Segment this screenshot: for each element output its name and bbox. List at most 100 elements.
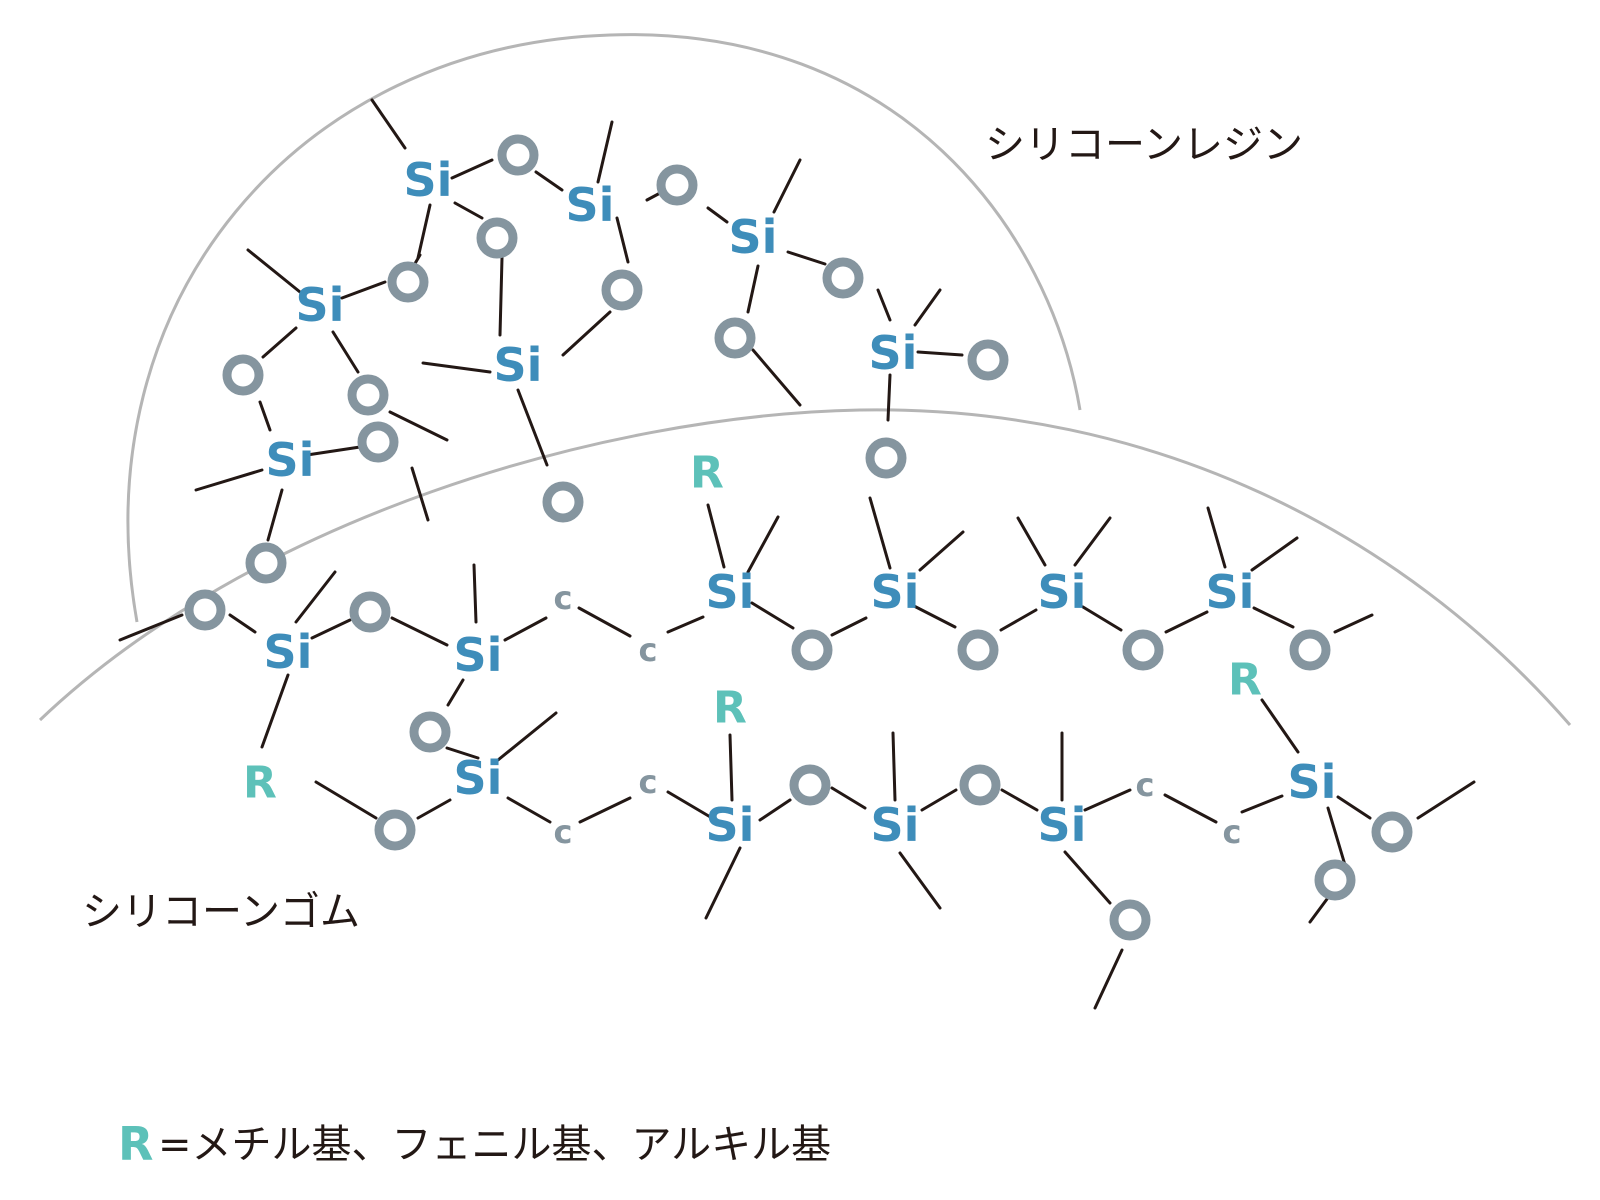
bond-line	[886, 373, 892, 422]
oxygen-atom	[357, 421, 399, 463]
oxygen-atom	[601, 269, 643, 311]
bond-line	[1252, 606, 1295, 629]
bond-line	[666, 790, 714, 820]
bond-line	[561, 310, 612, 357]
bond-line	[830, 786, 867, 810]
bond-line	[450, 158, 494, 180]
oxygen-atom	[822, 257, 864, 299]
bond-line	[1260, 698, 1300, 754]
bond-line	[416, 798, 452, 820]
bond-line	[340, 280, 387, 300]
oxygen-atom	[967, 339, 1009, 381]
bond-line	[305, 445, 362, 457]
silicon-atom: Si	[494, 338, 543, 392]
oxygen-atom	[222, 354, 264, 396]
silicone-rubber-label: シリコーンゴム	[82, 889, 360, 935]
bond-line	[577, 606, 632, 638]
bond-line	[261, 326, 298, 359]
bond-line	[916, 350, 964, 357]
oxygen-atom	[789, 764, 831, 806]
bond-line	[410, 466, 430, 522]
silicon-atom: Si	[296, 278, 345, 332]
oxygen-atom	[1109, 899, 1151, 941]
carbon-atom: c	[554, 579, 573, 617]
silicon-atom: Si	[1288, 755, 1337, 809]
bond-line	[498, 256, 504, 337]
bond-line	[446, 678, 465, 707]
oxygen-atom	[957, 629, 999, 671]
bond-line	[830, 616, 868, 637]
carbon-atom: c	[1136, 766, 1155, 804]
bond-line	[1164, 610, 1209, 634]
oxygen-atom	[959, 764, 1001, 806]
bond-line	[596, 120, 614, 184]
legend: R =メチル基、フェニル基、アルキル基	[118, 1117, 831, 1171]
bond-line	[920, 788, 958, 812]
bond-line	[314, 780, 378, 820]
r-group: R	[1228, 655, 1262, 706]
bond-line	[1081, 605, 1123, 632]
bond-line	[898, 851, 942, 910]
bond-line	[1336, 795, 1372, 820]
bond-line	[615, 216, 630, 264]
bond-line	[390, 616, 449, 647]
legend-r-description: =メチル基、フェニル基、アルキル基	[158, 1122, 831, 1168]
bond-line	[578, 796, 632, 824]
oxygen-atom	[865, 437, 907, 479]
bond-line	[868, 496, 892, 570]
r-group: R	[243, 758, 277, 809]
bond-line	[1250, 536, 1299, 572]
oxygen-atom	[497, 134, 539, 176]
bond-line	[772, 158, 802, 214]
bond-line	[194, 468, 264, 492]
silicone-resin-label: シリコーンレジン	[985, 122, 1303, 168]
silicon-atom: Si	[454, 751, 503, 805]
oxygen-atom	[1122, 629, 1164, 671]
r-group: R	[713, 683, 747, 734]
silicon-atom: Si	[706, 798, 755, 852]
bond-line	[876, 288, 892, 322]
silicon-atom: Si	[404, 153, 453, 207]
bond-line	[786, 250, 827, 266]
carbon-atom: c	[639, 763, 658, 801]
bond-line	[918, 530, 965, 572]
oxygen-atom	[409, 711, 451, 753]
oxygen-atoms	[184, 134, 1413, 941]
bond-line	[1093, 948, 1124, 1010]
bond-line	[416, 203, 432, 260]
bond-line	[758, 798, 792, 822]
bond-line	[750, 601, 795, 630]
silicon-atom: Si	[264, 625, 313, 679]
bond-line	[1083, 788, 1132, 812]
bond-line	[1308, 893, 1332, 924]
legend-r-symbol: R	[118, 1117, 153, 1171]
bond-line	[260, 673, 290, 749]
silicon-atom: Si	[566, 178, 615, 232]
bond-line	[258, 400, 272, 432]
oxygen-atom	[347, 374, 389, 416]
bond-line	[445, 746, 480, 760]
silicon-atom: Si	[1038, 565, 1087, 619]
bond-line	[1063, 850, 1112, 905]
bond-line	[666, 615, 705, 634]
bond-lines	[118, 98, 1476, 1010]
silicon-atom: Si	[729, 210, 778, 264]
oxygen-atom	[476, 217, 518, 259]
carbon-atom: c	[639, 631, 658, 669]
bond-line	[534, 170, 564, 192]
r-group: R	[690, 448, 724, 499]
silicon-atom: Si	[871, 798, 920, 852]
bond-line	[704, 846, 742, 920]
oxygen-atom	[542, 481, 584, 523]
bond-line	[999, 608, 1038, 632]
oxygen-atom	[374, 809, 416, 851]
bond-line	[370, 98, 407, 150]
bond-line	[912, 604, 957, 629]
bond-line	[1016, 516, 1047, 567]
bond-line	[388, 410, 449, 442]
bond-line	[1073, 516, 1112, 567]
bond-line	[294, 570, 337, 624]
bond-line	[891, 731, 897, 802]
